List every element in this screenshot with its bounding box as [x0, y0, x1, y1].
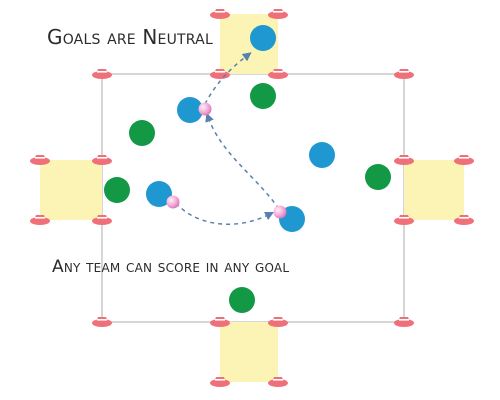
pass-arrow-lower — [175, 202, 275, 225]
cone-marker — [92, 317, 112, 327]
cone-marker — [268, 69, 288, 79]
cone-marker — [30, 215, 50, 225]
cone-marker — [268, 9, 288, 19]
diagram-title: Goals are Neutral — [47, 25, 213, 49]
cone-marker — [210, 377, 230, 387]
blue-player — [250, 25, 276, 51]
goal-left — [40, 160, 102, 220]
green-player — [129, 120, 155, 146]
goal-right — [404, 160, 464, 220]
green-player — [229, 287, 255, 313]
cone-marker — [92, 69, 112, 79]
cone-marker — [92, 215, 112, 225]
rule-caption: Any team can score in any goal — [52, 257, 290, 277]
green-player — [250, 83, 276, 109]
blue-player — [309, 142, 335, 168]
cone-marker — [454, 155, 474, 165]
cone-marker — [394, 155, 414, 165]
cones — [30, 9, 474, 387]
cone-marker — [210, 317, 230, 327]
ball — [198, 102, 212, 116]
green-player — [365, 164, 391, 190]
cone-marker — [268, 317, 288, 327]
cone-marker — [394, 215, 414, 225]
ball — [273, 205, 287, 219]
goal-bottom — [220, 322, 278, 382]
green-player — [104, 177, 130, 203]
cone-marker — [92, 155, 112, 165]
cone-marker — [30, 155, 50, 165]
cone-marker — [454, 215, 474, 225]
cone-marker — [394, 69, 414, 79]
pass-arrow-curve — [205, 112, 280, 210]
blue-player — [177, 97, 203, 123]
pass-arrow-upper — [204, 52, 252, 105]
cone-marker — [210, 9, 230, 19]
blue-player — [146, 181, 172, 207]
ball — [166, 195, 180, 209]
cone-marker — [268, 377, 288, 387]
cone-marker — [210, 69, 230, 79]
cone-marker — [394, 317, 414, 327]
